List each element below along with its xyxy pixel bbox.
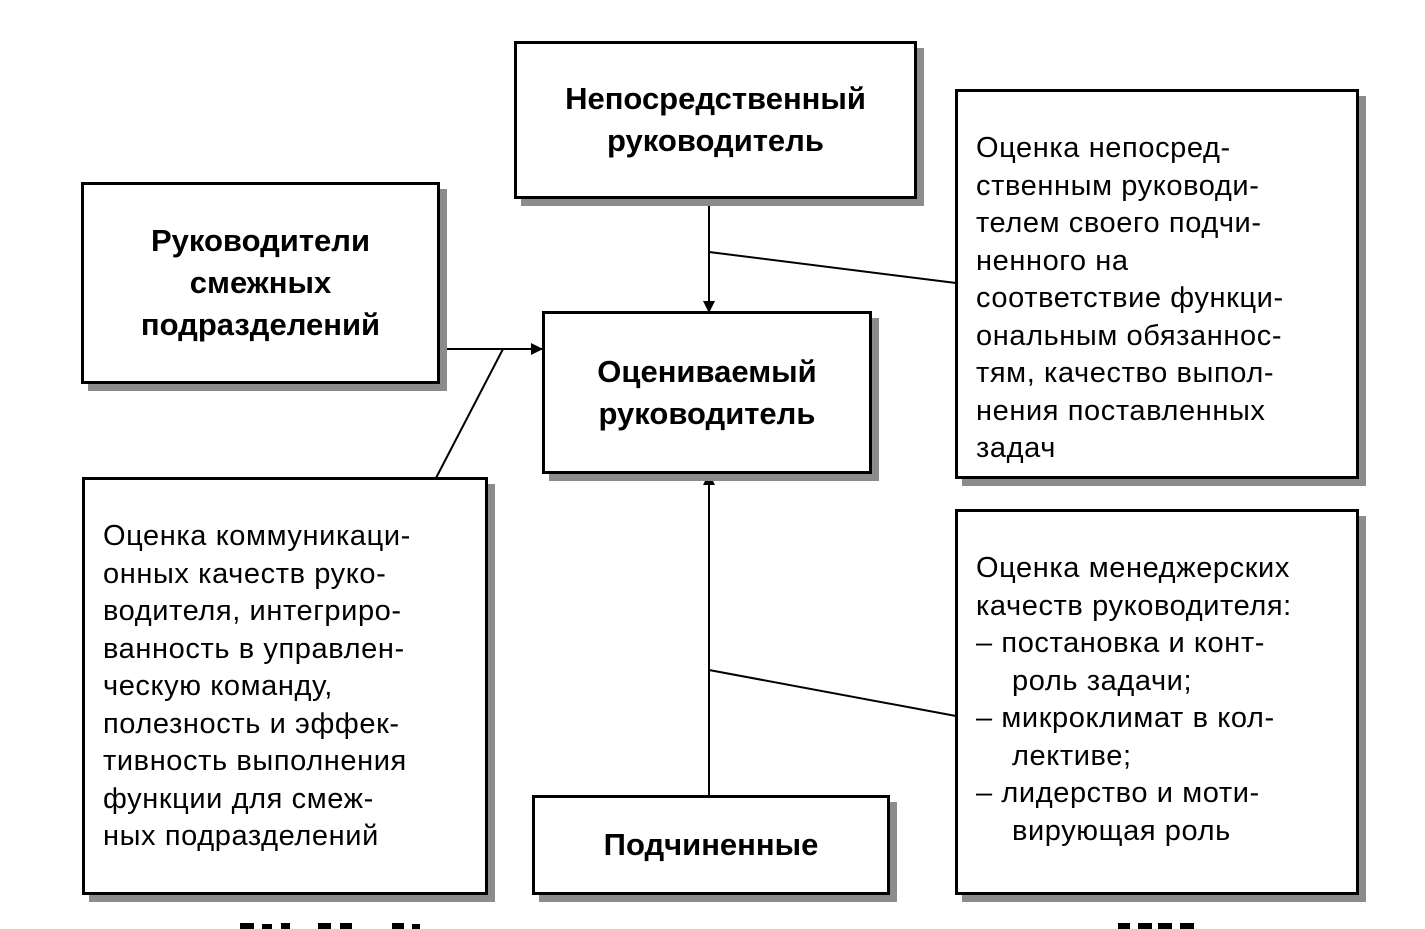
node-subordinates-line-1: Подчиненные bbox=[603, 827, 819, 862]
note-adjacent-line-7: тивность выполнения bbox=[103, 745, 407, 777]
note-adjacent-line-5: ческую команду, bbox=[103, 670, 333, 702]
note-adjacent-line-8: функции для смеж- bbox=[103, 782, 374, 815]
node-evaluated-manager-line-1: Оцениваемый bbox=[597, 353, 817, 389]
note-subordinates-line-4: роль задачи; bbox=[1012, 664, 1193, 697]
node-adjacent-managers-line-3: подразделений bbox=[140, 307, 381, 342]
note-direct-manager: Оценка непосред- ственным руководи- теле… bbox=[955, 89, 1359, 479]
node-direct-manager-line-1: Непосредственный bbox=[565, 81, 866, 116]
node-adjacent-managers: Руководители смежных подразделений bbox=[81, 182, 440, 384]
note-subordinates-line-6: лективе; bbox=[1012, 739, 1132, 772]
note-subordinates-line-2: качеств руководителя: bbox=[976, 589, 1292, 622]
cropped-caption-remnant bbox=[0, 915, 1425, 929]
note-adjacent-line-1: Оценка коммуникаци- bbox=[103, 520, 411, 552]
node-evaluated-manager-line-2: руководитель bbox=[598, 395, 816, 431]
note-subordinates-line-1: Оценка менеджерских bbox=[976, 552, 1290, 584]
note-subordinates-line-8: вирующая роль bbox=[1012, 814, 1231, 847]
note-direct-manager-line-9: задач bbox=[976, 432, 1056, 464]
leader-adjacent-note bbox=[435, 348, 504, 479]
note-direct-manager-line-8: нения поставленных bbox=[976, 394, 1266, 427]
note-adjacent-line-9: ных подразделений bbox=[103, 820, 379, 852]
note-adjacent-line-2: онных качеств руко- bbox=[103, 557, 387, 590]
note-adjacent-line-4: ванность в управлен- bbox=[103, 632, 405, 665]
node-adjacent-managers-line-1: Руководители bbox=[150, 223, 371, 258]
note-subordinates-line-3: – постановка и конт- bbox=[976, 627, 1266, 659]
node-subordinates: Подчиненные bbox=[532, 795, 890, 895]
node-direct-manager: Непосредственный руководитель bbox=[514, 41, 917, 199]
note-adjacent-line-6: полезность и эффек- bbox=[103, 707, 400, 740]
note-subordinates: Оценка менеджерских качеств руководителя… bbox=[955, 509, 1359, 895]
note-subordinates-line-5: – микроклимат в кол- bbox=[976, 702, 1275, 734]
cropped-caption-marks bbox=[240, 923, 1194, 929]
node-direct-manager-line-2: руководитель bbox=[607, 123, 824, 158]
leader-direct-note bbox=[708, 251, 957, 284]
note-subordinates-line-7: – лидерство и моти- bbox=[976, 777, 1260, 809]
note-direct-manager-line-2: ственным руководи- bbox=[976, 169, 1260, 202]
note-direct-manager-line-7: тям, качество выпол- bbox=[976, 357, 1275, 389]
note-direct-manager-line-6: ональным обязаннос- bbox=[976, 319, 1283, 352]
leader-subordinates-note bbox=[708, 669, 957, 717]
note-adjacent-line-3: водителя, интегриро- bbox=[103, 595, 402, 627]
node-evaluated-manager: Оцениваемый руководитель bbox=[542, 311, 872, 474]
note-direct-manager-line-1: Оценка непосред- bbox=[976, 132, 1231, 164]
node-adjacent-managers-line-2: смежных bbox=[189, 265, 332, 300]
note-direct-manager-line-4: ненного на bbox=[976, 244, 1129, 277]
note-direct-manager-line-3: телем своего подчи- bbox=[976, 207, 1262, 239]
note-adjacent-managers: Оценка коммуникаци- онных качеств руко- … bbox=[82, 477, 488, 895]
note-direct-manager-line-5: соответствие функци- bbox=[976, 282, 1284, 314]
